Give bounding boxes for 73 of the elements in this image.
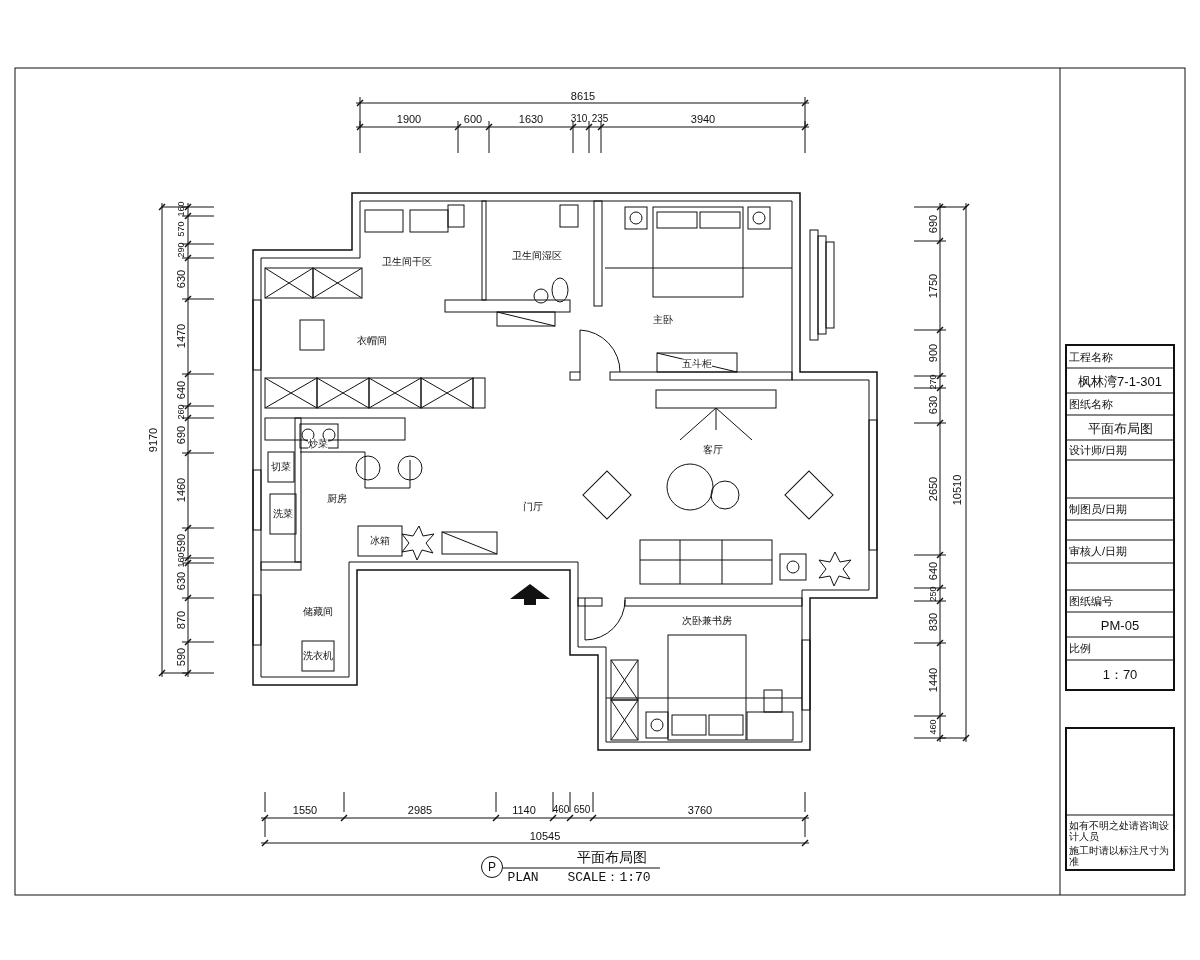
- dimension-text: 235: [591, 114, 609, 124]
- room-label: 衣帽间: [357, 336, 387, 346]
- room-label: 储藏间: [303, 607, 333, 617]
- title-block-heading: 制图员/日期: [1069, 503, 1128, 515]
- dimension-text: 870: [175, 610, 187, 630]
- view-label: PLAN: [507, 870, 539, 884]
- room-label: 门厅: [523, 502, 543, 512]
- dimension-text: 9170: [147, 427, 159, 453]
- room-label: 主卧: [653, 315, 673, 325]
- furniture-label: 炒菜: [308, 439, 328, 449]
- dimension-text: 10510: [951, 474, 963, 506]
- title-block-heading: 比例: [1069, 642, 1091, 654]
- dimension-text: 8615: [570, 90, 596, 102]
- dimension-text: 290: [176, 242, 186, 258]
- dimension-text: 690: [175, 425, 187, 445]
- dimension-text: 1460: [175, 477, 187, 503]
- title-block-value: 平面布局图: [1087, 421, 1153, 435]
- dimension-text: 1470: [175, 323, 187, 349]
- room-label: 次卧兼书房: [682, 616, 732, 626]
- title-block-heading: 图纸编号: [1069, 595, 1113, 607]
- dimension-text: 1630: [518, 113, 544, 125]
- furniture-label: 洗菜: [273, 509, 293, 519]
- title-block-value: PM-05: [1100, 618, 1140, 632]
- dimension-text: 900: [927, 343, 939, 363]
- dimension-text: 570: [176, 221, 186, 237]
- dimension-text: 630: [927, 395, 939, 415]
- dimension-text: 600: [463, 113, 483, 125]
- dimension-text: 460: [552, 805, 570, 815]
- dimension-text: 2650: [927, 476, 939, 502]
- dimension-text: 640: [927, 561, 939, 581]
- dimension-text: 310: [570, 114, 588, 124]
- dimension-text: 1900: [396, 113, 422, 125]
- dimension-text: 690: [927, 214, 939, 234]
- dimension-text: 1750: [927, 273, 939, 299]
- dimension-text: 1440: [927, 667, 939, 693]
- title-block-heading: 工程名称: [1069, 351, 1113, 363]
- dimension-text: 590: [175, 533, 187, 553]
- title-block-value: 枫林湾7-1-301: [1078, 374, 1162, 388]
- scale-text: SCALE：1:70: [567, 870, 651, 884]
- dimension-text: 2985: [407, 804, 433, 816]
- dimension-text: 260: [176, 404, 186, 420]
- title-block-heading: 设计师/日期: [1069, 444, 1128, 456]
- dimension-text: 1550: [292, 804, 318, 816]
- dimension-text: 630: [175, 571, 187, 591]
- room-label: 卫生间干区: [382, 257, 432, 267]
- dimension-text: 460: [928, 719, 938, 735]
- dimension-text: 3760: [687, 804, 713, 816]
- dimension-text: 650: [573, 805, 591, 815]
- room-label: 厨房: [327, 494, 347, 504]
- dimension-text: 10545: [529, 830, 561, 842]
- dimension-text: 590: [175, 647, 187, 667]
- note-text: 施工时请以标注尺寸为准: [1069, 845, 1170, 867]
- furniture-label: 五斗柜: [682, 359, 712, 369]
- dimension-text: 270: [928, 374, 938, 390]
- title-block-heading: 审核人/日期: [1069, 545, 1128, 557]
- dimension-text: 3940: [690, 113, 716, 125]
- note-text: 如有不明之处请咨询设计人员: [1069, 820, 1170, 842]
- furniture-label: 洗衣机: [303, 651, 333, 661]
- dimension-text: 160: [176, 201, 186, 217]
- furniture-label: 冰箱: [370, 536, 390, 546]
- plan-symbol: P: [481, 856, 503, 878]
- dimension-text: 1140: [512, 804, 536, 816]
- dimension-text: 640: [175, 380, 187, 400]
- furniture-label: 切菜: [271, 462, 291, 472]
- dimension-text: 250: [928, 586, 938, 602]
- dimension-text: 630: [175, 269, 187, 289]
- drawing-title: 平面布局图: [577, 850, 647, 864]
- room-label: 卫生间湿区: [512, 251, 562, 261]
- title-block-value: 1：70: [1102, 667, 1138, 681]
- dimension-text: 160: [176, 552, 186, 568]
- title-block-heading: 图纸名称: [1069, 398, 1113, 410]
- room-label: 客厅: [703, 445, 723, 455]
- dimension-text: 830: [927, 612, 939, 632]
